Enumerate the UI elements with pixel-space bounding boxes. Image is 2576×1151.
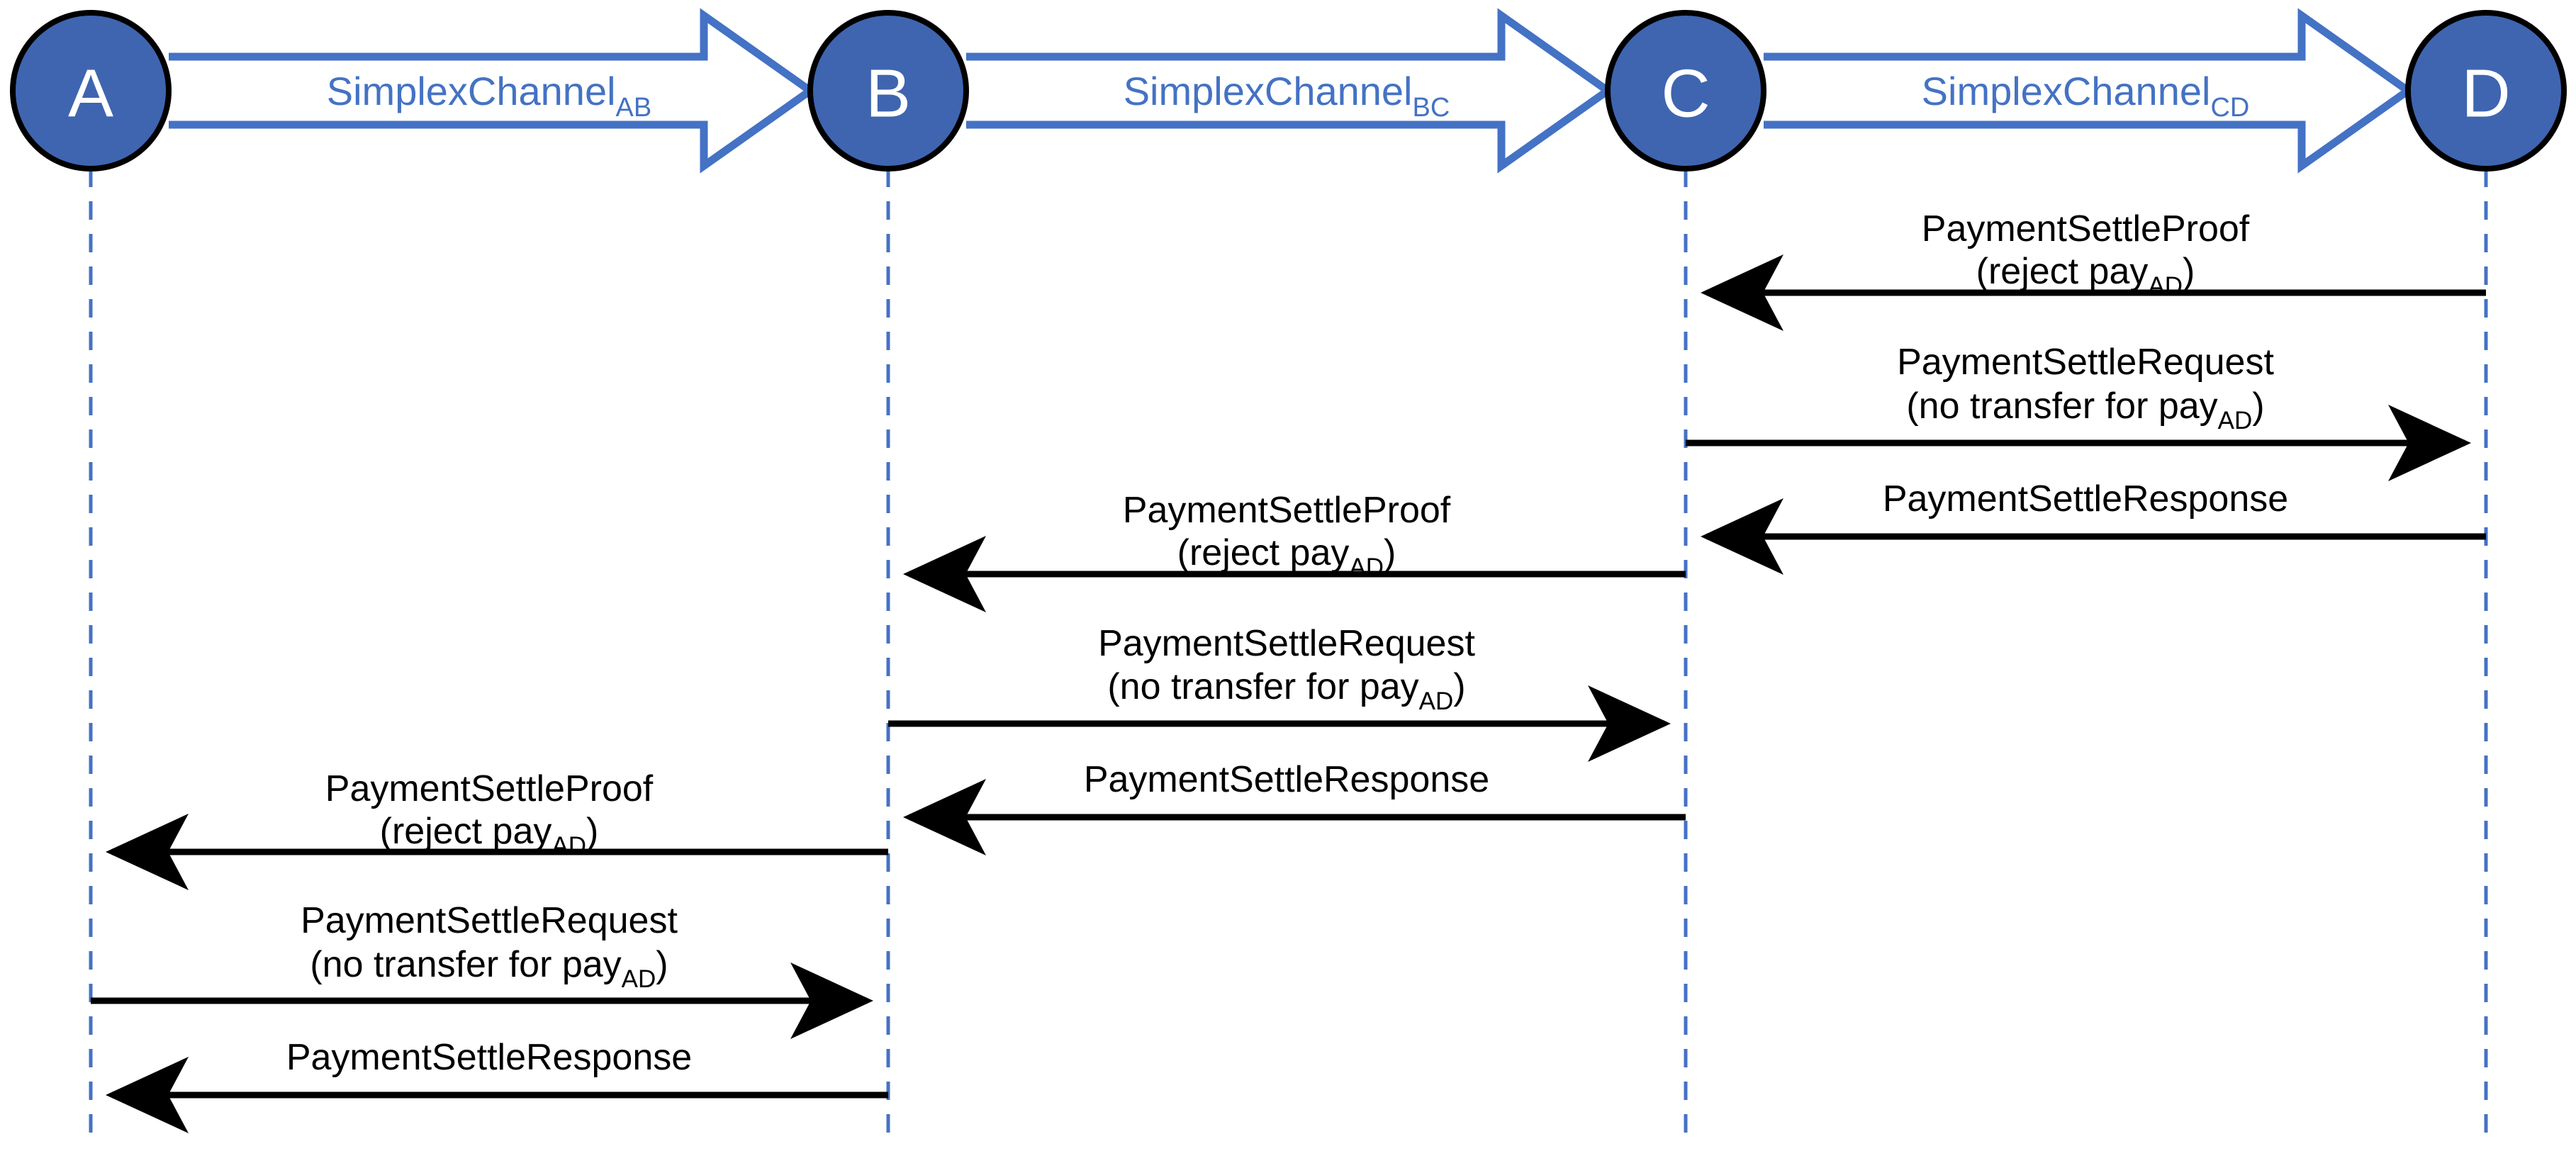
node-A[interactable]: A bbox=[10, 10, 172, 172]
message-label-line: PaymentSettleProof bbox=[1922, 208, 2250, 249]
node-circle-C[interactable] bbox=[1605, 10, 1766, 172]
node-label-A: A bbox=[68, 56, 113, 132]
message-8-A-to-B: PaymentSettleRequest(no transfer for pay… bbox=[91, 900, 873, 1039]
channel-label-CD: SimplexChannelCD bbox=[1922, 69, 2250, 123]
message-label-line: (reject payAD) bbox=[380, 811, 599, 860]
message-label-line: (no transfer for payAD) bbox=[1107, 666, 1465, 715]
channel-label-AB: SimplexChannelAB bbox=[327, 69, 651, 123]
node-circle-B[interactable] bbox=[807, 10, 969, 172]
message-label-line: (no transfer for payAD) bbox=[1906, 386, 2264, 434]
message-label-line: (no transfer for payAD) bbox=[310, 944, 668, 993]
channel-arrow-CD: SimplexChannelCD bbox=[1764, 8, 2415, 174]
nodes-group: A B C D bbox=[10, 10, 2567, 172]
node-circle-D[interactable] bbox=[2405, 10, 2567, 172]
channel-label-BC: SimplexChannelBC bbox=[1124, 69, 1450, 123]
message-label-line: PaymentSettleResponse bbox=[1084, 759, 1489, 800]
node-label-C: C bbox=[1661, 56, 1710, 132]
channel-arrow-BC: SimplexChannelBC bbox=[966, 8, 1615, 174]
message-label-line: (reject payAD) bbox=[1177, 532, 1396, 581]
message-label-line: PaymentSettleProof bbox=[325, 768, 654, 809]
message-6-C-to-B: PaymentSettleResponse bbox=[903, 759, 1686, 855]
message-3-D-to-C: PaymentSettleResponse bbox=[1701, 478, 2486, 575]
message-5-B-to-C: PaymentSettleRequest(no transfer for pay… bbox=[888, 623, 1671, 762]
message-label-line: PaymentSettleRequest bbox=[1897, 342, 2274, 383]
message-label-line: PaymentSettleProof bbox=[1123, 490, 1451, 531]
message-label-line: (reject payAD) bbox=[1976, 251, 2195, 300]
node-C[interactable]: C bbox=[1605, 10, 1766, 172]
node-circle-A[interactable] bbox=[10, 10, 172, 172]
node-label-D: D bbox=[2461, 56, 2510, 132]
node-D[interactable]: D bbox=[2405, 10, 2567, 172]
channel-arrow-AB: SimplexChannelAB bbox=[169, 8, 817, 174]
message-label-line: PaymentSettleResponse bbox=[286, 1037, 692, 1078]
channels-group: SimplexChannelAB SimplexChannelBC SimplexC… bbox=[169, 8, 2415, 174]
message-label-line: PaymentSettleRequest bbox=[1098, 623, 1475, 664]
message-label-line: PaymentSettleRequest bbox=[301, 900, 678, 941]
node-label-B: B bbox=[866, 56, 911, 132]
message-7-B-to-A: PaymentSettleProof(reject payAD) bbox=[106, 768, 888, 890]
message-4-C-to-B: PaymentSettleProof(reject payAD) bbox=[903, 490, 1686, 612]
node-B[interactable]: B bbox=[807, 10, 969, 172]
message-2-C-to-D: PaymentSettleRequest(no transfer for pay… bbox=[1686, 342, 2471, 481]
message-9-B-to-A: PaymentSettleResponse bbox=[106, 1037, 888, 1133]
messages-group: PaymentSettleProof(reject payAD)PaymentS… bbox=[91, 208, 2486, 1133]
message-label-line: PaymentSettleResponse bbox=[1883, 478, 2288, 520]
message-1-D-to-C: PaymentSettleProof(reject payAD) bbox=[1701, 208, 2486, 331]
